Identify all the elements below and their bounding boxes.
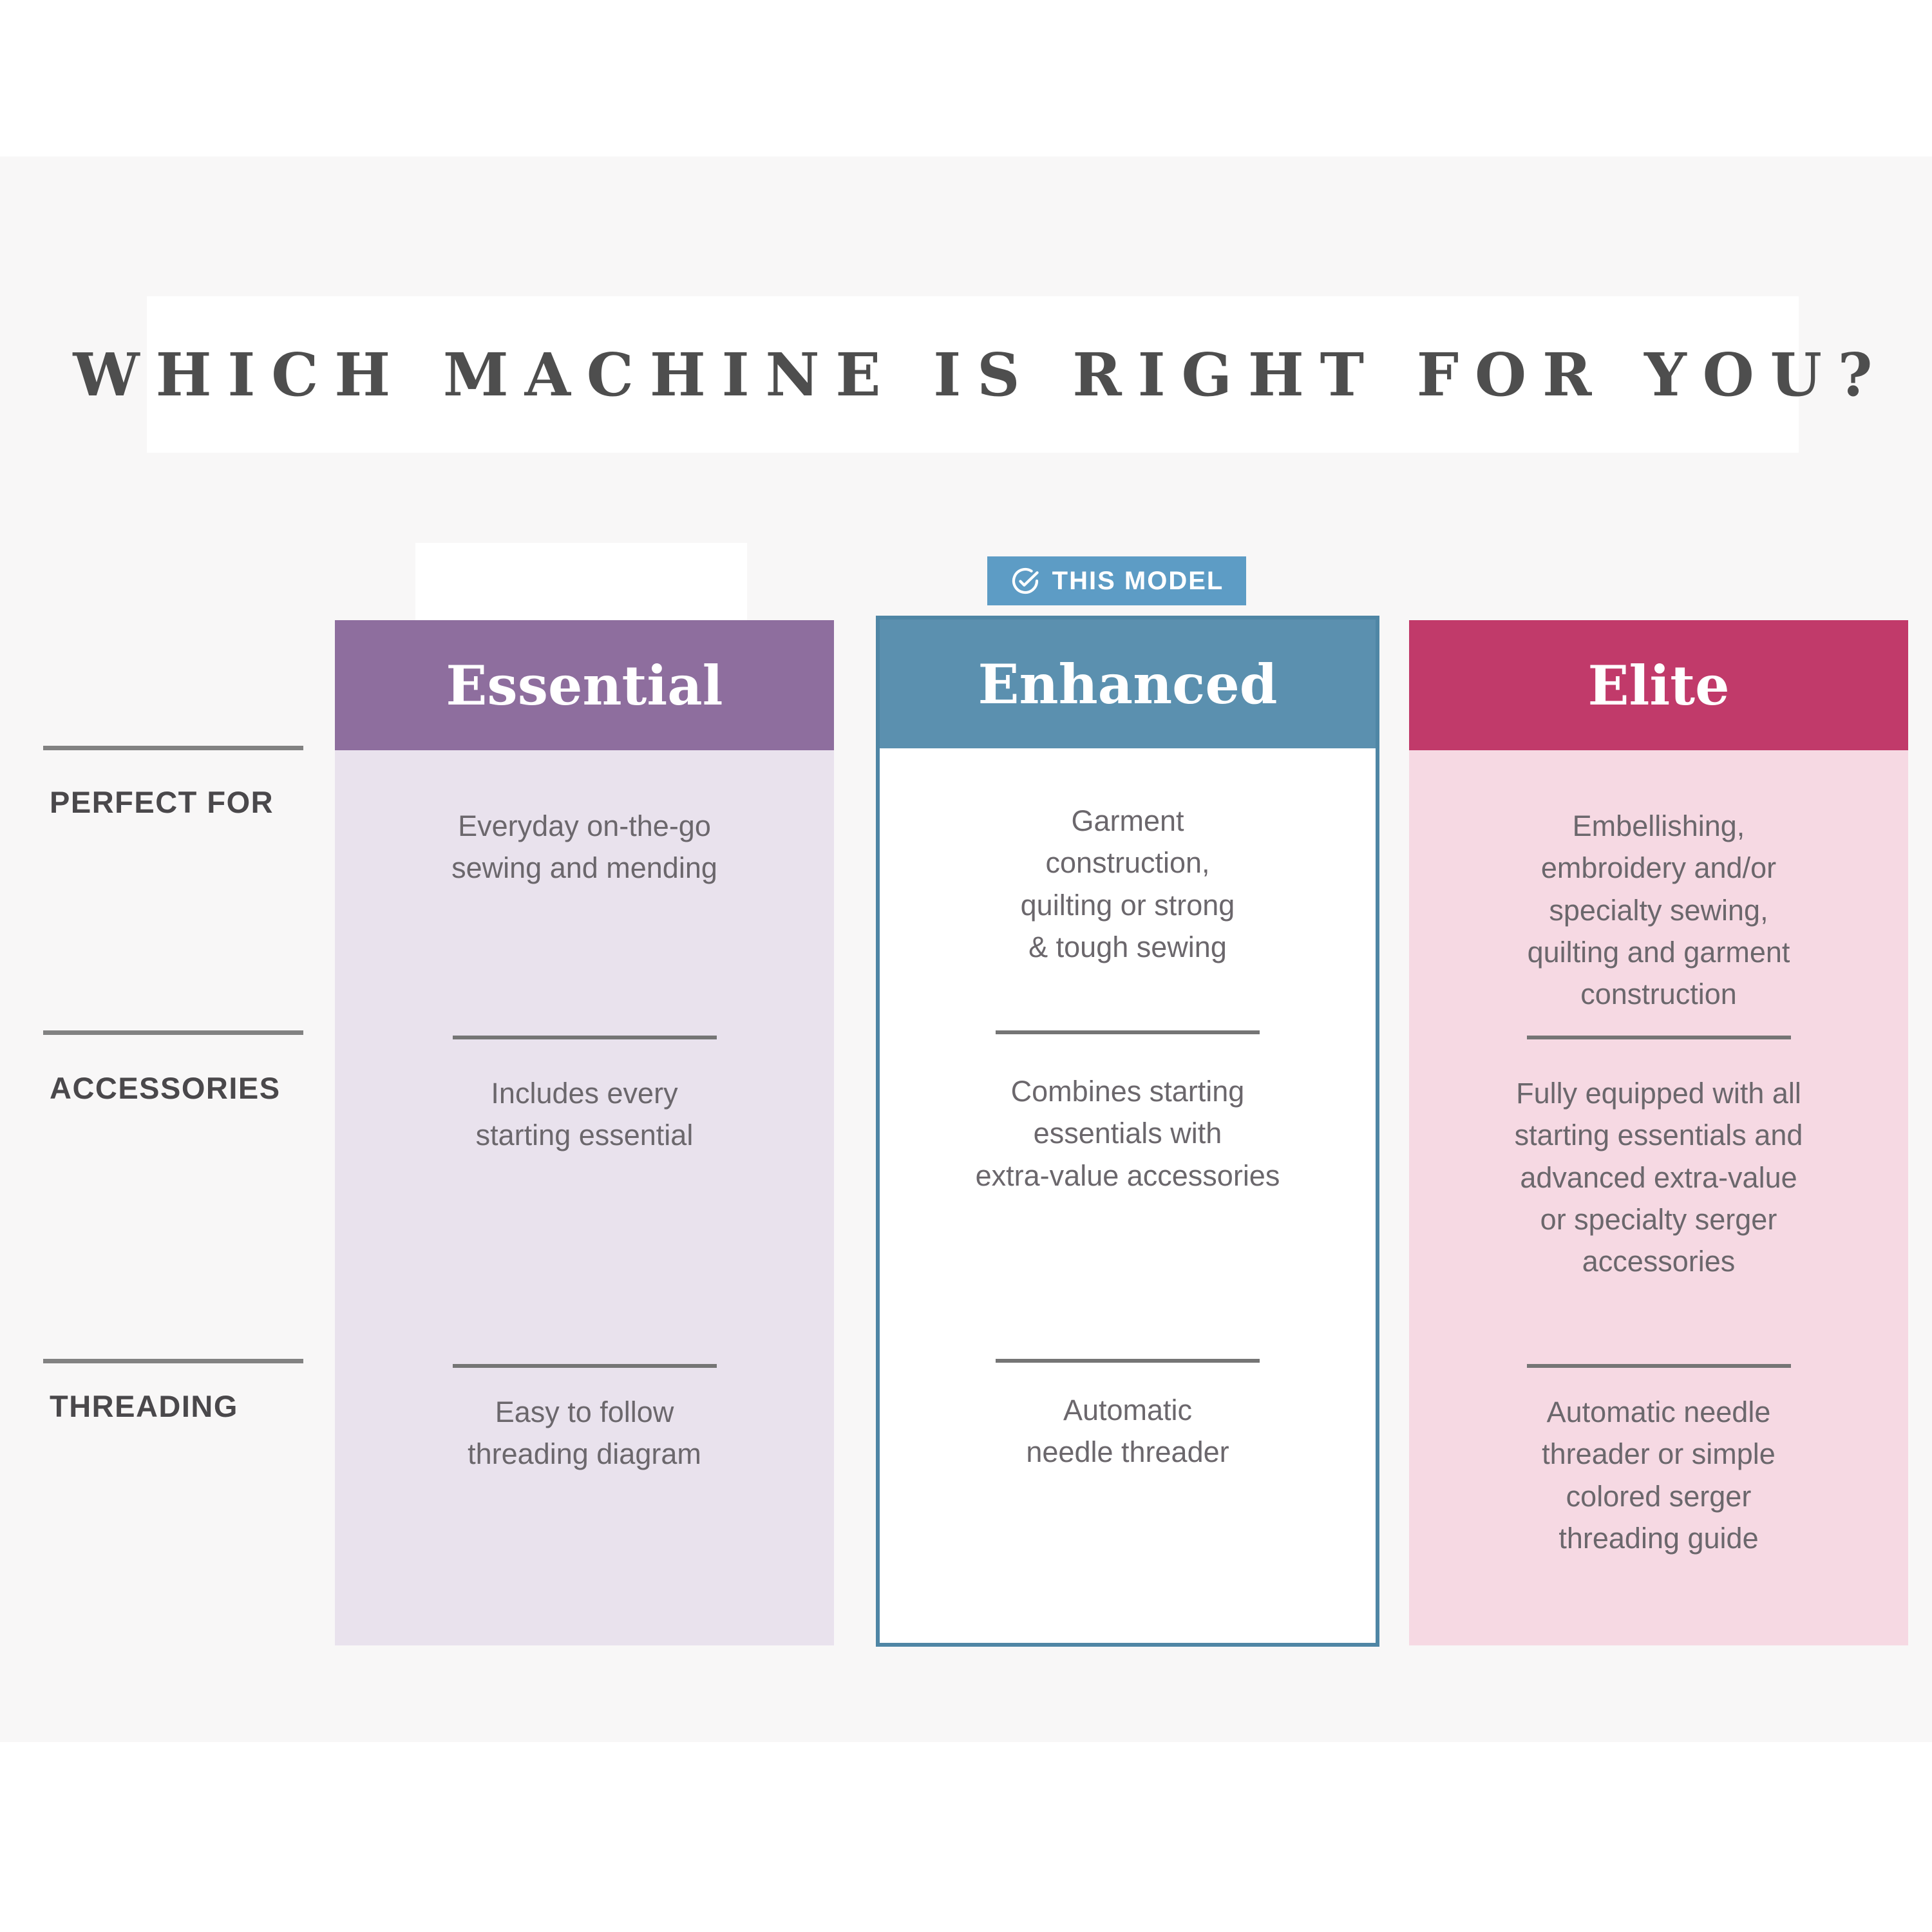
cell-enhanced-accessories: Combines starting essentials with extra-…	[975, 1075, 1280, 1192]
column-essential-header: Essential	[335, 620, 834, 750]
cell-essential-accessories: Includes every starting essential	[475, 1077, 694, 1152]
cell-divider	[452, 1364, 717, 1368]
cell-elite-accessories: Fully equipped with all starting essenti…	[1514, 1077, 1803, 1278]
cell-divider	[1526, 1036, 1791, 1039]
cell-essential-threading: Easy to follow threading diagram	[468, 1396, 701, 1471]
this-model-badge: THIS MODEL	[987, 556, 1246, 605]
column-elite-header: Elite	[1409, 620, 1908, 750]
row-divider	[43, 746, 303, 750]
page-title: WHICH MACHINE IS RIGHT FOR YOU?	[73, 339, 1889, 410]
row-divider	[43, 1030, 303, 1035]
cell-divider	[996, 1030, 1260, 1034]
row-label-threading: THREADING	[50, 1389, 238, 1423]
row-label-accessories: ACCESSORIES	[50, 1071, 281, 1105]
background-highlight	[415, 543, 747, 623]
this-model-badge-label: THIS MODEL	[1052, 566, 1224, 595]
cell-enhanced-perfect-for: Garment construction, quilting or strong…	[1020, 804, 1235, 963]
column-enhanced-title: Enhanced	[978, 652, 1278, 716]
cell-divider	[996, 1359, 1260, 1363]
column-enhanced-header: Enhanced	[880, 620, 1376, 748]
column-elite: Elite Embellishing, embroidery and/or sp…	[1409, 620, 1908, 1645]
title-band: WHICH MACHINE IS RIGHT FOR YOU?	[73, 296, 1873, 453]
column-essential-body: Everyday on-the-go sewing and mending In…	[335, 750, 834, 1645]
column-essential: Essential Everyday on-the-go sewing and …	[335, 620, 834, 1645]
cell-enhanced-threading: Automatic needle threader	[1026, 1394, 1229, 1469]
cell-elite-perfect-for: Embellishing, embroidery and/or specialt…	[1527, 810, 1790, 1010]
cell-divider	[1526, 1364, 1791, 1368]
cell-elite-threading: Automatic needle threader or simple colo…	[1542, 1396, 1776, 1555]
row-label-perfect-for: PERFECT FOR	[50, 785, 274, 819]
column-elite-body: Embellishing, embroidery and/or specialt…	[1409, 750, 1908, 1645]
check-circle-icon	[1012, 567, 1039, 594]
cell-divider	[452, 1036, 717, 1039]
column-elite-title: Elite	[1587, 653, 1730, 717]
cell-essential-perfect-for: Everyday on-the-go sewing and mending	[451, 810, 717, 885]
column-enhanced: Enhanced Garment construction, quilting …	[876, 616, 1379, 1647]
column-essential-title: Essential	[446, 653, 723, 717]
row-divider	[43, 1359, 303, 1363]
column-enhanced-body: Garment construction, quilting or strong…	[880, 748, 1376, 1643]
